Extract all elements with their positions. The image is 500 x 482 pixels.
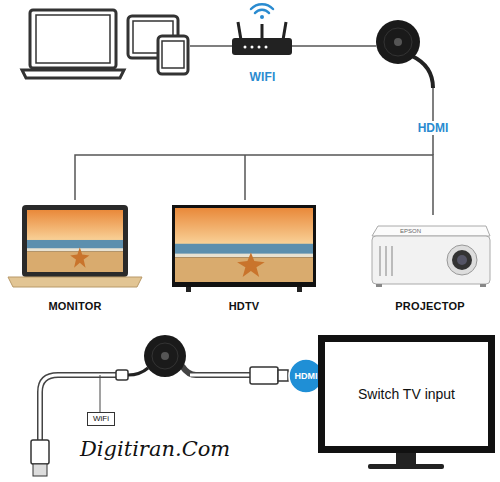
power-cable xyxy=(40,375,120,442)
laptop-monitor xyxy=(27,210,123,272)
monitor-device: MONITOR xyxy=(5,200,145,312)
chromecast-dongle xyxy=(144,335,186,377)
chromecast-dongle xyxy=(376,20,420,64)
power-cable xyxy=(40,375,120,442)
wifi-symbol xyxy=(251,4,273,19)
projector-device: PROJECTOP xyxy=(365,215,495,312)
router-symbol xyxy=(232,38,292,55)
projector xyxy=(452,250,472,270)
hdmi-cable xyxy=(128,366,252,375)
laptop-device xyxy=(30,10,116,68)
hdmi-cable xyxy=(190,374,252,377)
wifi-symbol xyxy=(260,15,264,19)
hdtv-device: HDTV xyxy=(172,200,316,312)
hdmi-plug xyxy=(278,370,288,381)
projector xyxy=(385,246,387,276)
hdtv-screen xyxy=(175,208,313,282)
router-symbol xyxy=(261,24,264,40)
brand-label: EPSON xyxy=(400,228,421,234)
laptop-monitor xyxy=(8,277,142,287)
projector xyxy=(372,236,490,284)
hdmi-wire xyxy=(75,88,433,215)
projector xyxy=(447,245,477,275)
power-cable xyxy=(40,375,120,442)
hdtv-screen xyxy=(297,287,302,292)
hdmi-cable xyxy=(128,368,148,375)
chromecast-dongle xyxy=(152,343,178,369)
usb-plug xyxy=(31,440,49,464)
laptop-device xyxy=(22,10,124,78)
node-text: Switch TV input xyxy=(358,386,455,402)
tv-stand xyxy=(396,453,416,464)
projector xyxy=(391,246,393,276)
connection-label: HDMI xyxy=(415,121,452,135)
node-text: MONITOR xyxy=(48,300,101,312)
hdtv-screen xyxy=(186,287,191,292)
hdmi-cable xyxy=(182,366,252,375)
router-symbol xyxy=(265,46,268,49)
projector xyxy=(376,284,382,287)
wifi-router: WIFI xyxy=(225,0,300,84)
projector xyxy=(480,284,486,287)
laptop-device xyxy=(22,70,124,78)
laptop-monitor xyxy=(22,205,128,277)
node-text: WiFi xyxy=(93,414,109,424)
node-text: PROJECTOP xyxy=(395,300,464,312)
phone-device xyxy=(162,41,184,68)
power-cable xyxy=(100,375,101,412)
router-symbol xyxy=(232,22,292,55)
cable-tag: WiFi xyxy=(87,412,115,426)
chromecast-dongle xyxy=(412,56,433,88)
projector xyxy=(379,246,381,276)
router-symbol xyxy=(258,46,261,49)
wifi-symbol xyxy=(255,10,269,13)
tv-stand xyxy=(368,453,444,469)
router-symbol xyxy=(283,22,286,40)
chromecast-dongle xyxy=(144,335,186,377)
node-text: HDMI xyxy=(295,371,318,381)
watermark: Digitiran.Com xyxy=(80,437,230,461)
projector xyxy=(372,226,490,236)
tv-stand xyxy=(368,464,444,469)
projector xyxy=(457,255,467,265)
router-symbol xyxy=(251,46,254,49)
hdmi-wire xyxy=(244,155,246,200)
phone-device xyxy=(158,36,188,74)
laptop-monitor xyxy=(8,205,142,287)
router-symbol xyxy=(244,46,247,49)
chromecast-dongle xyxy=(384,28,412,56)
hdtv-screen xyxy=(172,205,316,292)
tv-screen: Switch TV input xyxy=(318,335,495,453)
hdtv-screen xyxy=(172,205,316,287)
usb-plug xyxy=(116,370,128,380)
chromecast-dongle xyxy=(394,38,402,46)
hdmi-plug xyxy=(250,367,278,384)
hdmi-plug xyxy=(250,367,288,384)
laptop-device xyxy=(36,15,110,63)
chromecast-dongle xyxy=(161,352,169,360)
node-text: HDTV xyxy=(229,300,260,312)
network-line xyxy=(190,45,232,47)
node-text: WIFI xyxy=(249,70,275,84)
usb-plug xyxy=(33,464,47,476)
phone-device xyxy=(158,36,188,74)
wifi-symbol xyxy=(251,4,273,9)
router-symbol xyxy=(238,22,241,40)
chromecast-dongle xyxy=(376,20,433,88)
projector xyxy=(372,226,490,287)
network-line xyxy=(292,45,376,47)
